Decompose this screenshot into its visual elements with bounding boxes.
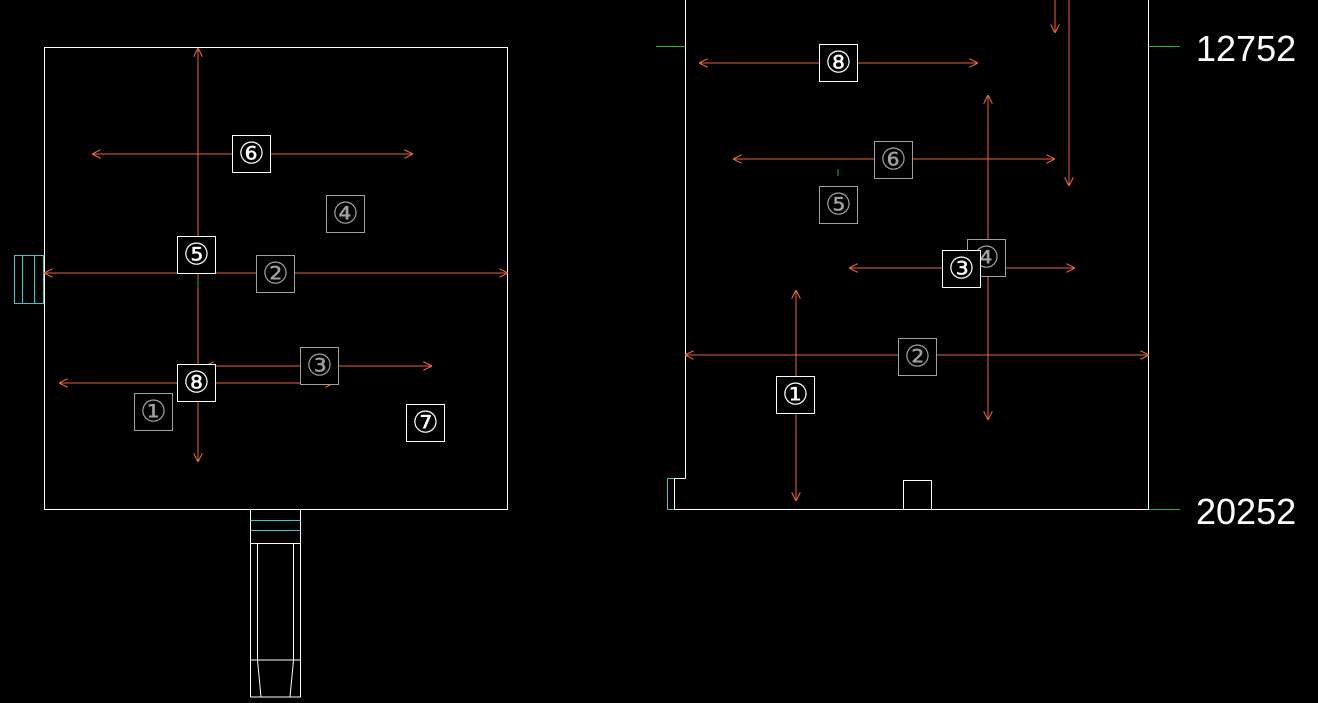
left-marker-7: ⑦ xyxy=(406,404,445,442)
left-marker-4: ④ xyxy=(326,195,365,233)
svg-text:⑧: ⑧ xyxy=(825,46,852,81)
left-plan: ① ② ③ ④ ⑤ ⑥ ⑦ ⑧ xyxy=(14,47,508,698)
left-marker-5: ⑤ xyxy=(177,236,216,274)
dimension-label-lower: 20252 xyxy=(1196,491,1296,532)
right-plan: ① ② ④ ③ ⑤ ⑥ ⑧ 12752 20252 xyxy=(656,0,1296,532)
svg-text:⑤: ⑤ xyxy=(825,188,852,223)
svg-text:①: ① xyxy=(140,395,167,430)
svg-text:⑥: ⑥ xyxy=(880,143,907,178)
level-guides xyxy=(656,46,1180,510)
right-marker-3: ③ xyxy=(942,250,981,288)
left-marker-8: ⑧ xyxy=(177,364,216,402)
right-marker-2: ② xyxy=(898,338,937,376)
svg-text:⑤: ⑤ xyxy=(183,238,210,273)
svg-text:⑧: ⑧ xyxy=(183,366,210,401)
left-marker-3: ③ xyxy=(300,347,339,385)
corridor xyxy=(250,510,301,698)
right-marker-4: ④ xyxy=(967,239,1006,277)
right-arrows xyxy=(685,0,1149,501)
svg-text:④: ④ xyxy=(332,197,359,232)
svg-text:②: ② xyxy=(904,340,931,375)
svg-text:③: ③ xyxy=(948,252,975,287)
svg-text:⑥: ⑥ xyxy=(238,137,265,172)
svg-text:②: ② xyxy=(262,257,289,292)
right-marker-6: ⑥ xyxy=(874,141,913,179)
left-marker-2: ② xyxy=(256,255,295,293)
left-door xyxy=(14,255,44,304)
right-marker-1: ① xyxy=(776,376,815,414)
right-marker-5: ⑤ xyxy=(819,186,858,224)
svg-text:①: ① xyxy=(782,378,809,413)
right-marker-8: ⑧ xyxy=(819,44,858,82)
dimension-label-upper: 12752 xyxy=(1196,28,1296,69)
left-marker-1: ① xyxy=(134,393,173,431)
right-door xyxy=(667,478,675,510)
left-room-outline xyxy=(44,47,508,510)
svg-text:⑦: ⑦ xyxy=(412,406,439,441)
svg-text:③: ③ xyxy=(306,349,333,384)
left-marker-6: ⑥ xyxy=(232,135,271,173)
right-room-outline xyxy=(674,0,1149,510)
